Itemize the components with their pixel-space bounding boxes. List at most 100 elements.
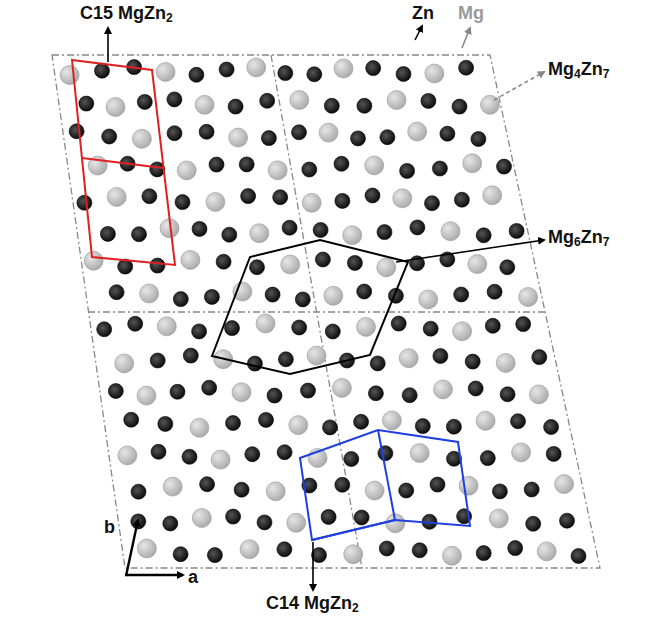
atom (509, 223, 524, 238)
atom (167, 92, 182, 107)
atom (560, 513, 575, 528)
atom (508, 541, 523, 556)
atom (344, 452, 359, 467)
atom (370, 356, 385, 371)
atom (324, 98, 339, 113)
atom (532, 350, 547, 365)
atom (219, 62, 234, 77)
atom (195, 95, 214, 114)
atom (290, 91, 309, 110)
atom (354, 414, 369, 429)
atom (443, 546, 462, 565)
atom (391, 316, 406, 331)
atom (396, 67, 411, 82)
atom (459, 60, 474, 75)
atom (335, 477, 350, 492)
atom (441, 222, 460, 241)
atom (368, 386, 383, 401)
atom (476, 546, 491, 561)
atom (277, 542, 292, 557)
atom (301, 383, 316, 398)
atom (325, 324, 340, 339)
atom (412, 543, 427, 558)
atom (500, 387, 515, 402)
label: Mg (458, 4, 484, 24)
atom (321, 509, 336, 524)
atom (511, 414, 526, 429)
atom (335, 193, 350, 208)
leader-arrows (108, 26, 544, 590)
atom (357, 98, 372, 113)
supercell-outline (52, 55, 600, 568)
atom (200, 477, 215, 492)
atom (465, 354, 480, 369)
label: Mg6Zn7 (548, 228, 609, 248)
atom (399, 349, 418, 368)
atom (79, 96, 94, 111)
atom (97, 322, 112, 337)
atom (234, 482, 249, 497)
atom (332, 378, 351, 397)
atom (170, 384, 185, 399)
atom (158, 416, 173, 431)
atom (419, 290, 438, 309)
atom (380, 130, 395, 145)
atom (483, 186, 502, 205)
atom (496, 353, 515, 372)
atom (382, 411, 401, 430)
atom (529, 385, 548, 404)
atom (100, 226, 115, 241)
atom (77, 195, 92, 210)
atom (245, 447, 260, 462)
atom (132, 227, 147, 242)
atom (399, 483, 414, 498)
atom (95, 63, 110, 78)
atom (102, 129, 117, 144)
atom (302, 193, 321, 212)
atom (526, 516, 541, 531)
atom (492, 484, 507, 499)
atom (216, 254, 231, 269)
atom (250, 224, 269, 243)
atom (190, 418, 209, 437)
atom (202, 380, 217, 395)
atom (307, 67, 322, 82)
atom (402, 388, 417, 403)
atom (60, 66, 79, 85)
atom (268, 161, 287, 180)
atom (344, 545, 363, 564)
atom (430, 477, 445, 492)
atom (489, 509, 508, 528)
atom (69, 124, 84, 139)
atom (500, 260, 515, 275)
atom (334, 156, 349, 171)
label: C14 MgZn2 (266, 594, 359, 614)
atom (250, 260, 265, 275)
atom (287, 513, 306, 532)
axes (125, 520, 183, 576)
atom (292, 320, 307, 335)
atom (118, 446, 137, 465)
atom (137, 539, 156, 558)
atom (257, 515, 272, 530)
atom (175, 195, 190, 210)
atom (183, 348, 198, 363)
atom (156, 62, 175, 81)
atom (277, 445, 292, 460)
label: Mg4Zn7 (548, 60, 609, 80)
atom (400, 163, 415, 178)
atom (278, 352, 293, 367)
atom (225, 321, 240, 336)
atom (192, 221, 207, 236)
atom (266, 482, 285, 501)
atom (142, 189, 157, 204)
atom (192, 508, 211, 527)
atom (302, 162, 317, 177)
atom (226, 416, 241, 431)
atom (452, 99, 467, 114)
label: b (104, 518, 115, 538)
atom (319, 123, 338, 142)
atom (115, 354, 134, 373)
atom (199, 124, 214, 139)
